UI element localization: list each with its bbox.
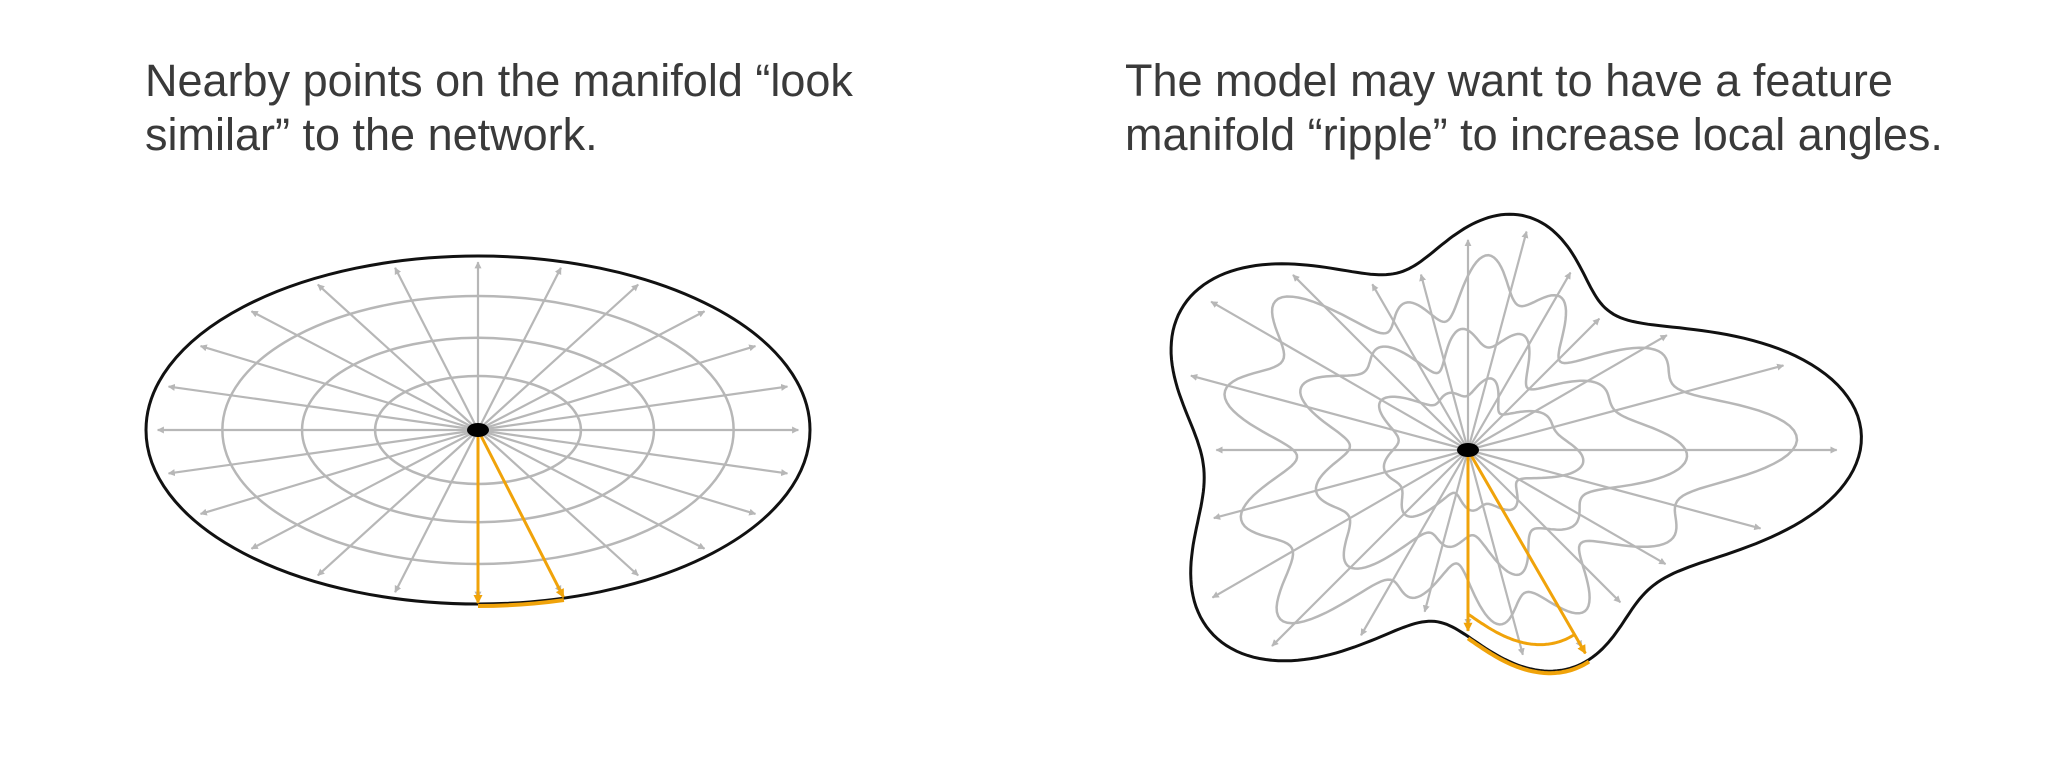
ellipse-spoke <box>477 267 562 431</box>
ellipse-spoke <box>167 383 479 432</box>
ellipse-highlight-arc <box>477 598 565 608</box>
left-caption: Nearby points on the manifold “look simi… <box>145 54 1045 162</box>
rippled-spoke <box>1211 449 1469 599</box>
rippled-spoke <box>1371 283 1469 451</box>
ellipse-spoke <box>477 428 789 477</box>
rippled-spoke <box>1271 449 1469 647</box>
rippled-spoke <box>1213 448 1469 520</box>
rippled-spoke <box>1467 317 1601 451</box>
rippled-spoke <box>1467 271 1572 451</box>
rippled-spoke <box>1467 449 1667 566</box>
left-caption-line-2: similar” to the network. <box>145 109 598 160</box>
rippled-spoke <box>1467 449 1622 604</box>
ellipse-spoke <box>199 428 479 516</box>
left-caption-line-1: Nearby points on the manifold “look <box>145 55 853 106</box>
ellipse-spoke <box>167 428 479 477</box>
ellipse-spoke <box>250 310 479 431</box>
rippled-ring-2 <box>1299 327 1689 577</box>
rippled-contour-rings <box>1223 253 1799 626</box>
ellipse-manifold <box>144 254 812 608</box>
rippled-spoke <box>1360 449 1469 636</box>
rippled-spoke <box>1467 363 1785 452</box>
right-caption-line-1: The model may want to have a feature <box>1125 55 1893 106</box>
rippled-spoke <box>1210 300 1469 451</box>
rippled-highlight-arc <box>1466 636 1591 676</box>
ellipse-spoke <box>477 283 639 431</box>
ellipse-spoke <box>477 429 706 550</box>
rippled-spoke <box>1292 274 1469 451</box>
ellipse-spoke <box>477 429 639 577</box>
right-caption: The model may want to have a feature man… <box>1125 54 2025 162</box>
rippled-spoke <box>1190 373 1469 452</box>
ellipse-spoke <box>250 429 479 550</box>
rippled-spoke <box>1466 230 1529 451</box>
ellipse-spoke <box>317 429 479 577</box>
rippled-highlight-inner-arc <box>1467 612 1576 647</box>
rippled-spoke <box>1467 334 1668 451</box>
ellipse-spoke <box>317 283 479 431</box>
rippled-spoke <box>1419 273 1470 451</box>
rippled-spokes <box>1190 230 1838 656</box>
rippled-highlight-vectors <box>1463 449 1591 676</box>
rippled-spoke <box>1467 448 1762 531</box>
ellipse-spoke <box>394 429 479 593</box>
ellipse-spoke <box>477 344 757 432</box>
ellipse-spoke <box>477 383 789 432</box>
ellipse-spoke <box>477 428 757 516</box>
ellipse-highlight-vector-2 <box>476 429 565 599</box>
ellipse-spoke <box>477 310 706 431</box>
rippled-manifold <box>1169 212 1863 676</box>
ellipse-highlight-vectors <box>473 429 565 608</box>
rippled-spoke <box>1422 449 1470 613</box>
ellipse-spoke <box>199 344 479 432</box>
rippled-highlight-vector-2 <box>1466 449 1587 655</box>
rippled-center-point <box>1457 443 1479 457</box>
ellipse-spoke <box>394 267 479 431</box>
right-caption-line-2: manifold “ripple” to increase local angl… <box>1125 109 1943 160</box>
rippled-ring-3 <box>1223 253 1799 626</box>
rippled-outline <box>1169 212 1863 673</box>
ellipse-center-point <box>467 423 489 437</box>
rippled-spoke <box>1466 449 1525 656</box>
